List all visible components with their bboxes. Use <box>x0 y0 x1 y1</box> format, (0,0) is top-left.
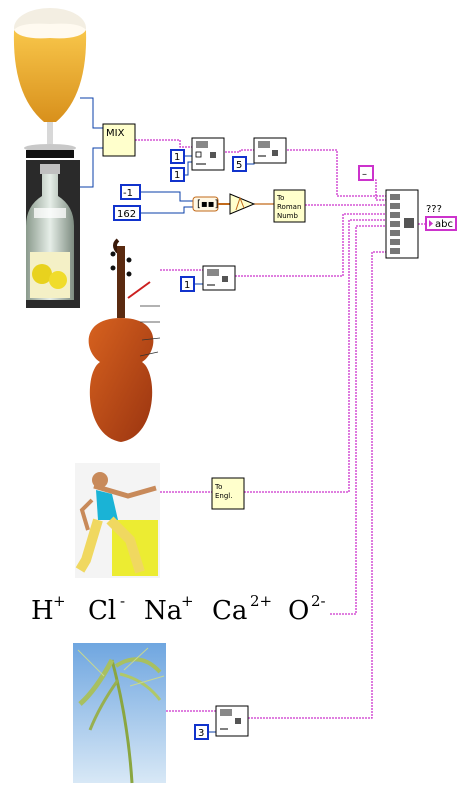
string-subset-node-1[interactable] <box>191 137 225 171</box>
ion-oxide: O 2- <box>288 592 326 626</box>
svg-text:[▪▪]: [▪▪] <box>197 199 218 210</box>
svg-text:Numb: Numb <box>277 212 298 220</box>
triangle-operator-node[interactable] <box>229 193 256 215</box>
svg-text:To: To <box>276 194 284 202</box>
indicator-label: ??? <box>426 204 442 215</box>
const-mix-index-top[interactable]: 1 <box>170 149 185 164</box>
svg-text:–: – <box>362 169 367 180</box>
svg-text:+: + <box>181 592 194 610</box>
svg-text:162: 162 <box>117 209 136 220</box>
mix-node[interactable]: MIX <box>102 123 136 157</box>
ion-sodium: Na + <box>144 592 194 626</box>
to-roman-node[interactable]: To Roman Numb <box>273 189 306 223</box>
svg-text:2+: 2+ <box>250 592 272 610</box>
empty-string-const[interactable]: – <box>358 165 374 181</box>
const-162[interactable]: 162 <box>113 205 141 221</box>
violin-icon <box>88 238 161 442</box>
svg-text:Engl.: Engl. <box>215 492 232 500</box>
to-english-node[interactable]: To Engl. <box>211 477 245 510</box>
ion-hydrogen: H + <box>31 592 66 626</box>
svg-text:To: To <box>214 483 222 491</box>
const-mix-index-bottom[interactable]: 1 <box>170 167 185 182</box>
string-subset-node-2[interactable] <box>253 137 287 164</box>
const-five[interactable]: 5 <box>232 156 247 172</box>
svg-text:Ca: Ca <box>212 596 247 626</box>
svg-text:Cl: Cl <box>88 596 116 626</box>
const-neg-one[interactable]: -1 <box>120 184 141 200</box>
svg-text:-: - <box>120 592 125 610</box>
svg-text:abc: abc <box>435 219 453 230</box>
const-violin-index[interactable]: 1 <box>180 276 195 292</box>
svg-text:+: + <box>53 592 66 610</box>
ion-chloride: Cl - <box>88 592 125 626</box>
wires <box>80 97 426 733</box>
lemonade-bottle-icon <box>26 150 80 308</box>
svg-text:5: 5 <box>236 160 242 171</box>
lunging-woman-icon <box>75 463 160 578</box>
svg-text:-1: -1 <box>123 188 133 199</box>
svg-text:1: 1 <box>174 170 180 181</box>
concatenate-node[interactable] <box>385 189 419 259</box>
svg-text:Na: Na <box>144 596 182 626</box>
svg-text:1: 1 <box>184 280 190 291</box>
svg-text:1: 1 <box>174 152 180 163</box>
svg-text:3: 3 <box>198 728 204 739</box>
build-array-node[interactable]: [▪▪] <box>192 196 219 212</box>
mix-label: MIX <box>106 128 125 139</box>
beer-glass-icon <box>13 8 87 152</box>
svg-text:2-: 2- <box>311 592 326 610</box>
const-wheat-index[interactable]: 3 <box>194 724 209 740</box>
svg-text:H: H <box>31 596 54 626</box>
string-subset-node-wheat[interactable] <box>215 705 249 737</box>
wheat-ear-icon <box>73 643 166 784</box>
string-indicator[interactable]: ??? abc <box>425 204 457 231</box>
ion-calcium: Ca 2+ <box>212 592 272 626</box>
string-subset-node-violin[interactable] <box>202 265 236 291</box>
svg-text:Roman: Roman <box>277 203 301 211</box>
svg-text:O: O <box>288 596 309 626</box>
